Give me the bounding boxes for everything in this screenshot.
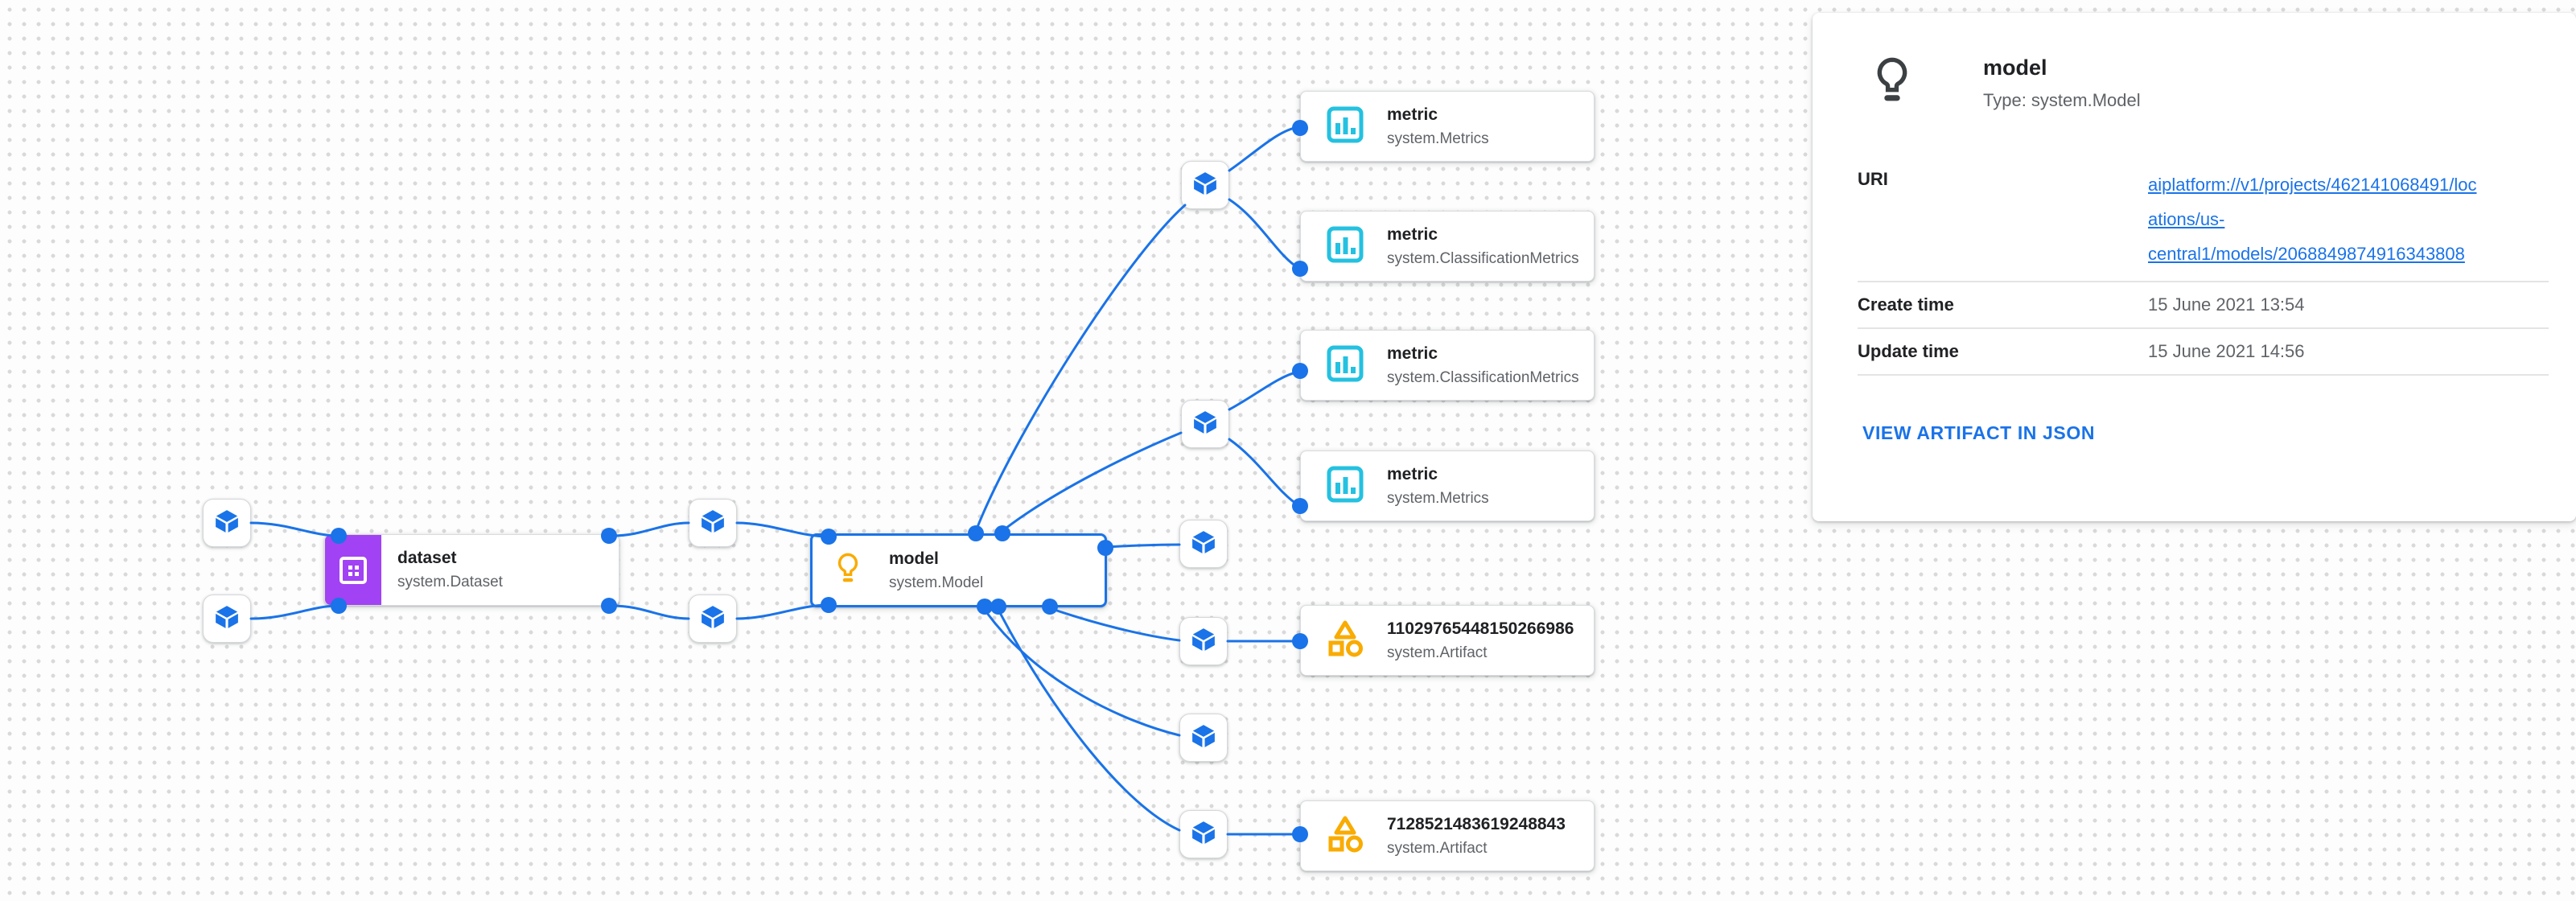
artifact-card-metric[interactable]: metric system.Metrics — [1300, 91, 1595, 162]
execution-node[interactable] — [1179, 520, 1228, 568]
cube-icon — [1190, 819, 1217, 850]
bar-chart-icon — [1323, 342, 1367, 389]
node-type: system.Dataset — [397, 574, 503, 590]
field-value: 15 June 2021 14:56 — [2148, 341, 2305, 361]
field-row-update-time: Update time 15 June 2021 14:56 — [1858, 329, 2549, 376]
uri-link[interactable]: aiplatform://v1/projects/462141068491/lo… — [2148, 175, 2477, 264]
artifact-details-panel: model Type: system.Model URI aiplatform:… — [1813, 13, 2576, 521]
cube-icon — [1190, 626, 1217, 657]
field-row-create-time: Create time 15 June 2021 13:54 — [1858, 282, 2549, 329]
field-row-uri: URI aiplatform://v1/projects/46214106849… — [1858, 156, 2549, 282]
field-label: Create time — [1858, 294, 1954, 315]
node-title: metric — [1387, 344, 1438, 363]
bar-chart-icon — [1323, 463, 1367, 510]
cube-icon — [1190, 722, 1217, 754]
node-title: metric — [1387, 224, 1438, 244]
execution-node[interactable] — [203, 499, 251, 547]
artifact-card-metric[interactable]: metric system.ClassificationMetrics — [1300, 211, 1595, 282]
node-type: system.Artifact — [1387, 839, 1488, 857]
field-label: URI — [1858, 169, 1888, 189]
node-type: system.Metrics — [1387, 489, 1489, 507]
execution-node[interactable] — [1179, 617, 1228, 665]
view-artifact-json-link[interactable]: VIEW ARTIFACT IN JSON — [1862, 422, 2096, 443]
lightbulb-icon — [1870, 55, 1914, 110]
artifact-card-model[interactable]: model system.Model — [810, 533, 1107, 607]
cube-icon — [1190, 529, 1217, 560]
bar-chart-icon — [1323, 223, 1367, 270]
shapes-icon — [1323, 813, 1367, 860]
node-type: system.Model — [889, 574, 984, 591]
node-title: dataset — [397, 549, 457, 567]
execution-node[interactable] — [1181, 400, 1229, 448]
lightbulb-icon — [833, 549, 862, 592]
cube-icon — [1191, 409, 1219, 440]
artifact-card-metric[interactable]: metric system.ClassificationMetrics — [1300, 330, 1595, 401]
cube-icon — [1191, 170, 1219, 201]
cube-icon — [213, 603, 241, 635]
node-title: 11029765448150266986 — [1387, 619, 1574, 638]
execution-node[interactable] — [203, 594, 251, 643]
node-type: system.ClassificationMetrics — [1387, 249, 1579, 267]
cube-icon — [699, 508, 726, 539]
node-type: system.ClassificationMetrics — [1387, 368, 1579, 386]
node-title: metric — [1387, 464, 1438, 483]
panel-title: model — [1983, 56, 2047, 80]
cube-icon — [213, 508, 241, 539]
node-title: 7128521483619248843 — [1387, 814, 1566, 833]
artifact-card-dataset[interactable]: dataset system.Dataset — [324, 534, 619, 606]
node-title: metric — [1387, 105, 1438, 124]
execution-node[interactable] — [1179, 714, 1228, 762]
artifact-card-metric[interactable]: metric system.Metrics — [1300, 450, 1595, 521]
panel-type-line: Type: system.Model — [1983, 90, 2141, 110]
cube-icon — [699, 603, 726, 635]
execution-node[interactable] — [1179, 810, 1228, 858]
node-type: system.Metrics — [1387, 130, 1489, 147]
bar-chart-icon — [1323, 103, 1367, 150]
field-value: 15 June 2021 13:54 — [2148, 294, 2305, 315]
node-title: model — [889, 549, 939, 568]
field-label: Update time — [1858, 341, 1959, 361]
node-type: system.Artifact — [1387, 644, 1488, 661]
dataset-grid-icon — [325, 535, 381, 605]
shapes-icon — [1323, 617, 1367, 664]
execution-node[interactable] — [689, 594, 737, 643]
artifact-card-generic[interactable]: 7128521483619248843 system.Artifact — [1300, 800, 1595, 871]
execution-node[interactable] — [689, 499, 737, 547]
execution-node[interactable] — [1181, 161, 1229, 209]
panel-fields-table: URI aiplatform://v1/projects/46214106849… — [1858, 156, 2549, 376]
panel-header: model Type: system.Model — [1870, 55, 2531, 111]
artifact-card-generic[interactable]: 11029765448150266986 system.Artifact — [1300, 605, 1595, 676]
